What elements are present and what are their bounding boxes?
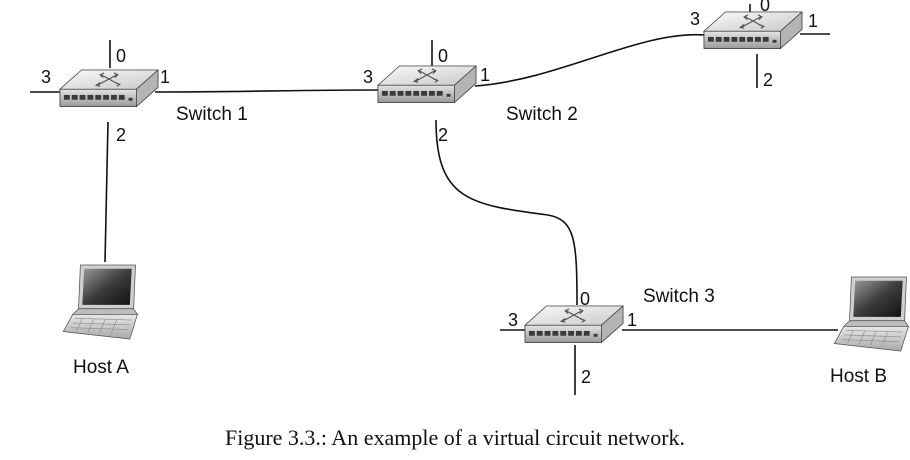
- switch-1-port-1: 1: [160, 67, 170, 87]
- switch-2-port-2: 2: [438, 125, 448, 145]
- switch-2b-port-3: 3: [690, 9, 700, 29]
- host-b-label: Host B: [830, 366, 887, 387]
- link-switch2-switch2b: [474, 33, 706, 87]
- switch-2-label: Switch 2: [506, 104, 578, 125]
- link-switch1-hostA: [104, 121, 109, 263]
- switch-2b-port-1: 1: [808, 11, 818, 31]
- switch-2-port-3: 3: [363, 67, 373, 87]
- switch-1-port-0: 0: [116, 46, 126, 66]
- switch-2b-port-0: 0: [760, 0, 770, 15]
- switch-2b-port-2: 2: [763, 70, 773, 90]
- link-switch1-switch2: [154, 89, 379, 93]
- switch-3-port-1: 1: [627, 310, 637, 330]
- switch-1-icon: [59, 69, 159, 108]
- host-b-icon: [833, 276, 909, 352]
- switch-3-icon: [524, 305, 624, 344]
- switch-3-port-0: 0: [580, 289, 590, 309]
- figure-caption: Figure 3.3.: An example of a virtual cir…: [225, 425, 685, 450]
- switch-1-port-3: 3: [41, 67, 51, 87]
- switch-2b-icon: [703, 11, 803, 50]
- switch-1-label: Switch 1: [176, 104, 248, 125]
- switch-2-port-1: 1: [480, 65, 490, 85]
- switch-3-port-2: 2: [581, 367, 591, 387]
- link-switch2-switch3: [435, 119, 578, 306]
- switch-1-port-2: 2: [116, 125, 126, 145]
- port-stubs: [30, 4, 830, 395]
- host-a-label: Host A: [73, 357, 129, 378]
- switch-2-port-0: 0: [438, 46, 448, 66]
- switch-3-label: Switch 3: [643, 286, 715, 307]
- switch-3-port-3: 3: [508, 310, 518, 330]
- host-a-icon: [62, 264, 138, 340]
- switch-2-icon: [377, 65, 477, 104]
